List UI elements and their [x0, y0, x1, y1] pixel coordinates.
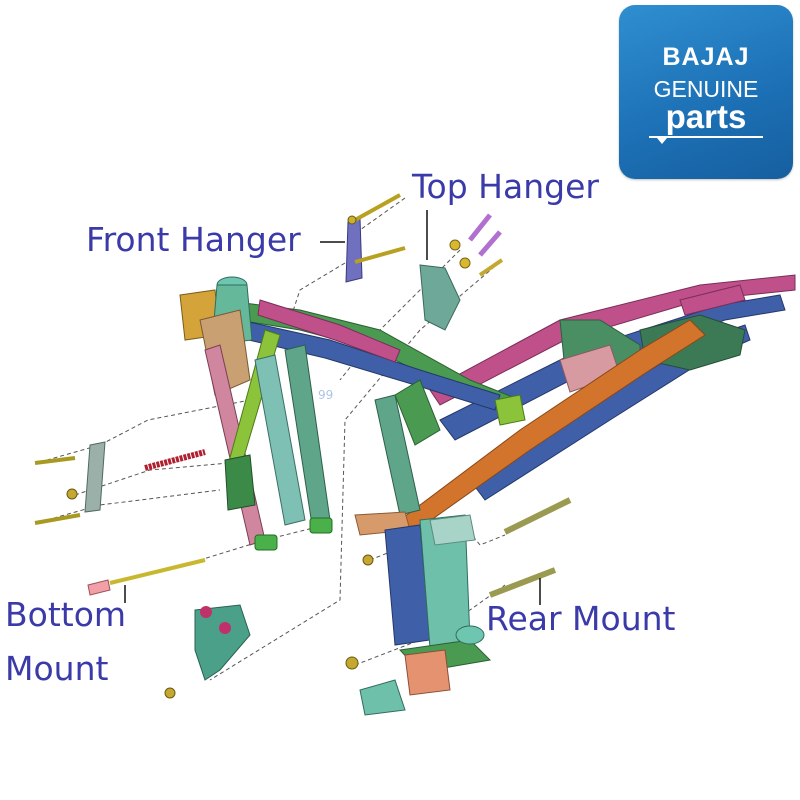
logo-genuine-text: GENUINE — [653, 76, 759, 102]
logo-brand-text: BAJAJ — [662, 43, 750, 71]
bottom-mount-label-line1: Bottom — [5, 595, 127, 634]
orange-diagonal-tube — [399, 319, 706, 536]
bottom-mount-hardware — [34, 441, 251, 699]
rear-lower-bracket — [354, 511, 492, 716]
rear-mount-label: Rear Mount — [486, 599, 676, 638]
bajaj-genuine-parts-logo: BAJAJ GENUINE parts — [619, 5, 793, 179]
front-hanger-bracket — [345, 193, 406, 283]
watermark-text: 99 — [318, 388, 334, 402]
front-down-tubes — [204, 329, 333, 551]
bottom-mount-label-line2: Mount — [5, 649, 109, 688]
top-hanger-label: Top Hanger — [412, 167, 599, 206]
center-down-tube — [374, 379, 526, 516]
label-leader-lines — [124, 210, 541, 605]
logo-parts-text: parts — [665, 98, 747, 135]
rear-mount-hardware — [345, 497, 572, 670]
front-hanger-label: Front Hanger — [86, 220, 301, 259]
logo-underline — [649, 136, 763, 138]
top-hanger-bracket — [419, 213, 504, 331]
logo-arrow-icon — [657, 138, 667, 144]
